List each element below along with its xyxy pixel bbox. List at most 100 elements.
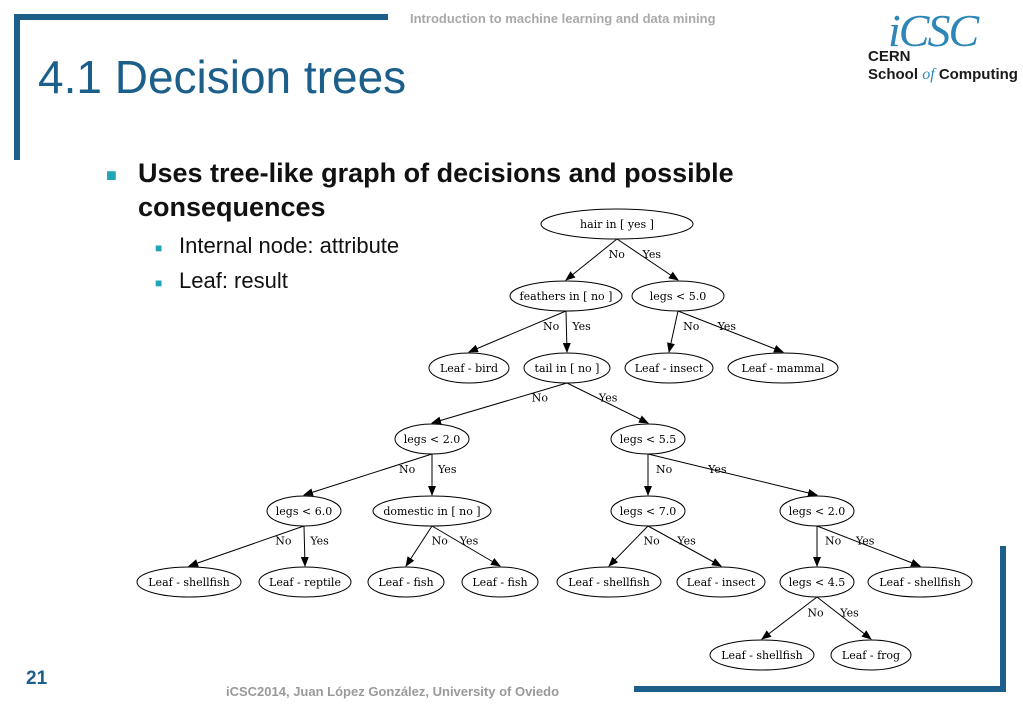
node-ellipse <box>624 352 714 384</box>
edge-label: Yes <box>717 320 737 333</box>
node-label: legs < 4.5 <box>789 576 845 589</box>
tree-edge <box>816 525 921 567</box>
node-label: Leaf - fish <box>472 576 527 589</box>
tree-edge <box>816 596 872 640</box>
edge-label: Yes <box>707 463 727 476</box>
node-label: hair in [ yes ] <box>580 218 654 231</box>
node-label: feathers in [ no ] <box>520 290 613 303</box>
node-label: Leaf - bird <box>440 362 498 375</box>
logo-of: of <box>922 66 935 83</box>
footer-credit: iCSC2014, Juan López González, Universit… <box>226 684 560 699</box>
bullet-main: ■ Uses tree-like graph of decisions and … <box>106 156 870 224</box>
node-ellipse <box>610 495 686 527</box>
tree-edge <box>565 238 618 281</box>
node-ellipse <box>709 639 815 671</box>
slide-title: 4.1 Decision trees <box>38 51 407 103</box>
edge-label: No <box>532 391 549 404</box>
edge-label: Yes <box>642 248 662 261</box>
node-ellipse <box>258 566 352 598</box>
node-label: legs < 5.0 <box>650 290 706 303</box>
node-label: legs < 2.0 <box>789 505 845 518</box>
logo-cern: CERN <box>868 48 911 65</box>
bullet-sub-2: ■ Leaf: result <box>155 267 288 295</box>
tree-edge <box>188 525 305 567</box>
tree-edge <box>405 525 433 567</box>
tree-edge <box>761 596 818 640</box>
bullet-main-text: Uses tree-like graph of decisions and po… <box>138 158 734 222</box>
frame-right-bar <box>1000 546 1006 692</box>
tree-node: hair in [ yes ] <box>540 208 694 240</box>
edge-label: No <box>432 534 449 547</box>
frame-bottom-bar <box>634 686 1006 692</box>
node-ellipse <box>367 566 445 598</box>
node-ellipse <box>394 423 470 455</box>
edge-label: Yes <box>676 534 696 547</box>
tree-edge <box>616 238 679 281</box>
logo-computing: Computing <box>938 66 1018 83</box>
logo-mark: iCSC <box>888 5 979 56</box>
node-ellipse <box>610 423 686 455</box>
tree-edge <box>303 453 433 497</box>
tree-node: tail in [ no ] <box>523 352 611 384</box>
node-label: Leaf - shellfish <box>568 576 650 589</box>
node-label: legs < 7.0 <box>620 505 676 518</box>
edge-label: No <box>825 534 842 547</box>
frame-left-bar <box>14 14 20 160</box>
edge-label: Yes <box>839 606 859 619</box>
node-ellipse <box>779 566 855 598</box>
tree-node: Leaf - shellfish <box>709 639 815 671</box>
bullet-sub-1: ■ Internal node: attribute <box>155 232 399 260</box>
tree-edge <box>667 310 679 353</box>
node-ellipse <box>631 280 725 312</box>
node-ellipse <box>727 352 839 384</box>
node-label: legs < 5.5 <box>620 433 676 446</box>
edge-label: Yes <box>571 320 591 333</box>
tree-node: Leaf - bird <box>428 352 510 384</box>
icsc-logo: iCSC CERN School of Computing <box>866 5 1018 84</box>
tree-node: legs < 4.5 <box>779 566 855 598</box>
square-bullet-icon: ■ <box>155 276 163 290</box>
node-ellipse <box>509 280 623 312</box>
tree-node: domestic in [ no ] <box>372 495 492 527</box>
node-ellipse <box>830 639 912 671</box>
edge-label: No <box>609 248 626 261</box>
node-label: Leaf - shellfish <box>879 576 961 589</box>
edge-label: Yes <box>309 534 329 547</box>
node-ellipse <box>556 566 662 598</box>
node-ellipse <box>428 352 510 384</box>
edge-label: No <box>275 534 292 547</box>
edge-label: Yes <box>437 463 457 476</box>
tree-node: Leaf - insect <box>676 566 766 598</box>
bullet-sub-text: Leaf: result <box>179 268 288 293</box>
tree-node: legs < 6.0 <box>266 495 342 527</box>
node-ellipse <box>372 495 492 527</box>
logo-school-of-computing: School of Computing <box>868 66 1018 84</box>
tree-edge <box>566 382 649 424</box>
node-label: Leaf - shellfish <box>721 649 803 662</box>
tree-node: Leaf - frog <box>830 639 912 671</box>
tree-node: Leaf - mammal <box>727 352 839 384</box>
tree-node: legs < 5.0 <box>631 280 725 312</box>
tree-edge <box>300 525 309 567</box>
node-ellipse <box>136 566 242 598</box>
tree-node: Leaf - fish <box>367 566 445 598</box>
tree-node: Leaf - reptile <box>258 566 352 598</box>
tree-node: legs < 2.0 <box>394 423 470 455</box>
edge-label: No <box>399 463 416 476</box>
node-ellipse <box>266 495 342 527</box>
edge-label: No <box>656 463 673 476</box>
bullet-sub-text: Internal node: attribute <box>179 233 400 258</box>
page-number: 21 <box>26 668 48 689</box>
node-label: Leaf - insect <box>635 362 704 375</box>
node-label: Leaf - reptile <box>269 576 341 589</box>
tree-node: Leaf - shellfish <box>136 566 242 598</box>
node-label: legs < 6.0 <box>276 505 332 518</box>
square-bullet-icon: ■ <box>155 241 163 255</box>
tree-node: Leaf - shellfish <box>556 566 662 598</box>
tree-node: Leaf - fish <box>461 566 539 598</box>
edge-label: No <box>644 534 661 547</box>
node-label: Leaf - shellfish <box>148 576 230 589</box>
node-ellipse <box>867 566 973 598</box>
node-label: Leaf - frog <box>842 649 900 662</box>
